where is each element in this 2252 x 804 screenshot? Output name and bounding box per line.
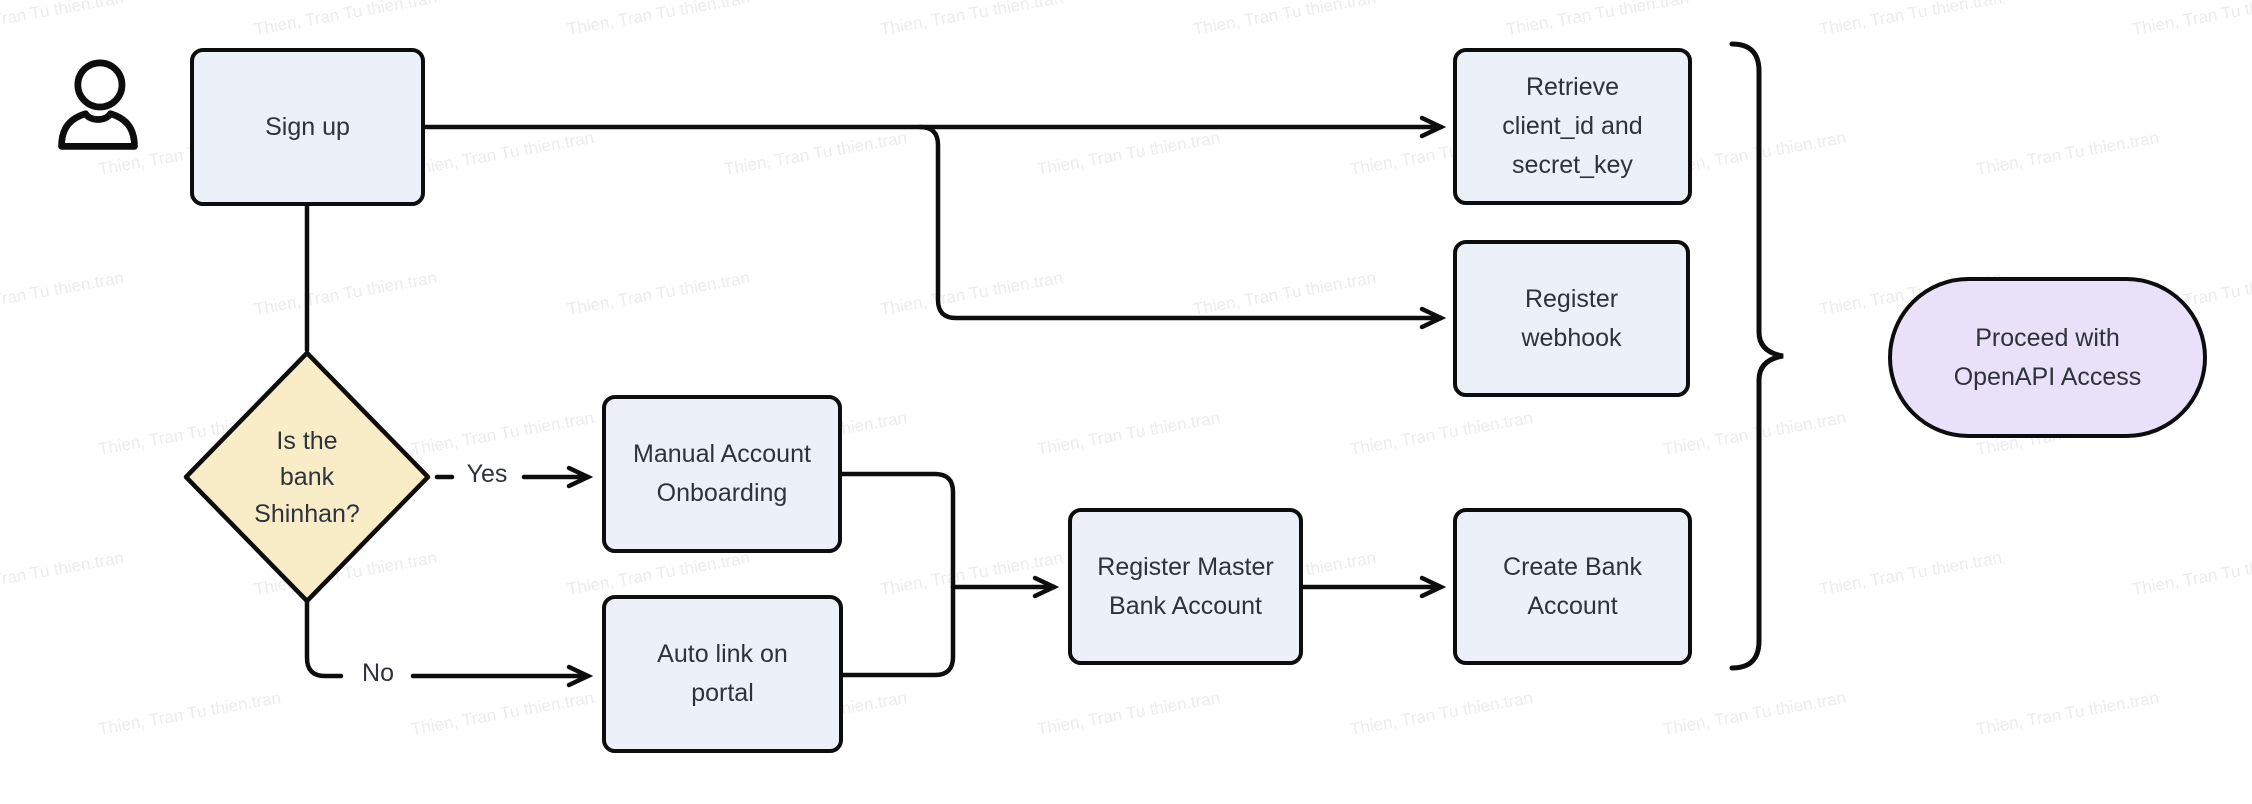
node-register-master-bank-account: Register Master Bank Account bbox=[1068, 508, 1303, 665]
node-auto-label: Auto link on portal bbox=[657, 640, 788, 707]
node-manual-label: Manual Account Onboarding bbox=[633, 440, 811, 507]
node-auto-link-on-portal: Auto link on portal bbox=[602, 595, 843, 753]
node-manual-account-onboarding: Manual Account Onboarding bbox=[602, 395, 842, 553]
node-decision-label: Is the bank Shinhan? bbox=[254, 427, 360, 528]
node-signup: Sign up bbox=[190, 48, 425, 206]
edge-manual-to-merge bbox=[839, 471, 956, 590]
curly-brace bbox=[1729, 41, 1784, 671]
user-icon bbox=[50, 56, 146, 158]
edge-auto-to-merge bbox=[840, 584, 956, 678]
node-proceed-label: Proceed with OpenAPI Access bbox=[1953, 323, 2142, 391]
node-register-master-label: Register Master Bank Account bbox=[1097, 552, 1274, 620]
node-decision-label-box: Is the bank Shinhan? bbox=[232, 415, 382, 540]
node-retrieve-label: Retrieve client_id and secret_key bbox=[1502, 73, 1643, 179]
node-webhook-label: Register webhook bbox=[1521, 284, 1622, 352]
edge-label-no: No bbox=[362, 659, 394, 687]
edge-label-yes: Yes bbox=[466, 460, 508, 488]
node-retrieve-credentials: Retrieve client_id and secret_key bbox=[1453, 48, 1692, 205]
node-create-bank-account: Create Bank Account bbox=[1453, 508, 1692, 665]
node-register-webhook: Register webhook bbox=[1453, 240, 1690, 397]
edge-signup-to-webhook bbox=[917, 124, 1447, 330]
node-create-bank-label: Create Bank Account bbox=[1503, 552, 1642, 620]
node-proceed-openapi-access: Proceed with OpenAPI Access bbox=[1888, 277, 2207, 438]
node-signup-label: Sign up bbox=[265, 112, 350, 141]
edge-no-stub bbox=[304, 598, 344, 679]
